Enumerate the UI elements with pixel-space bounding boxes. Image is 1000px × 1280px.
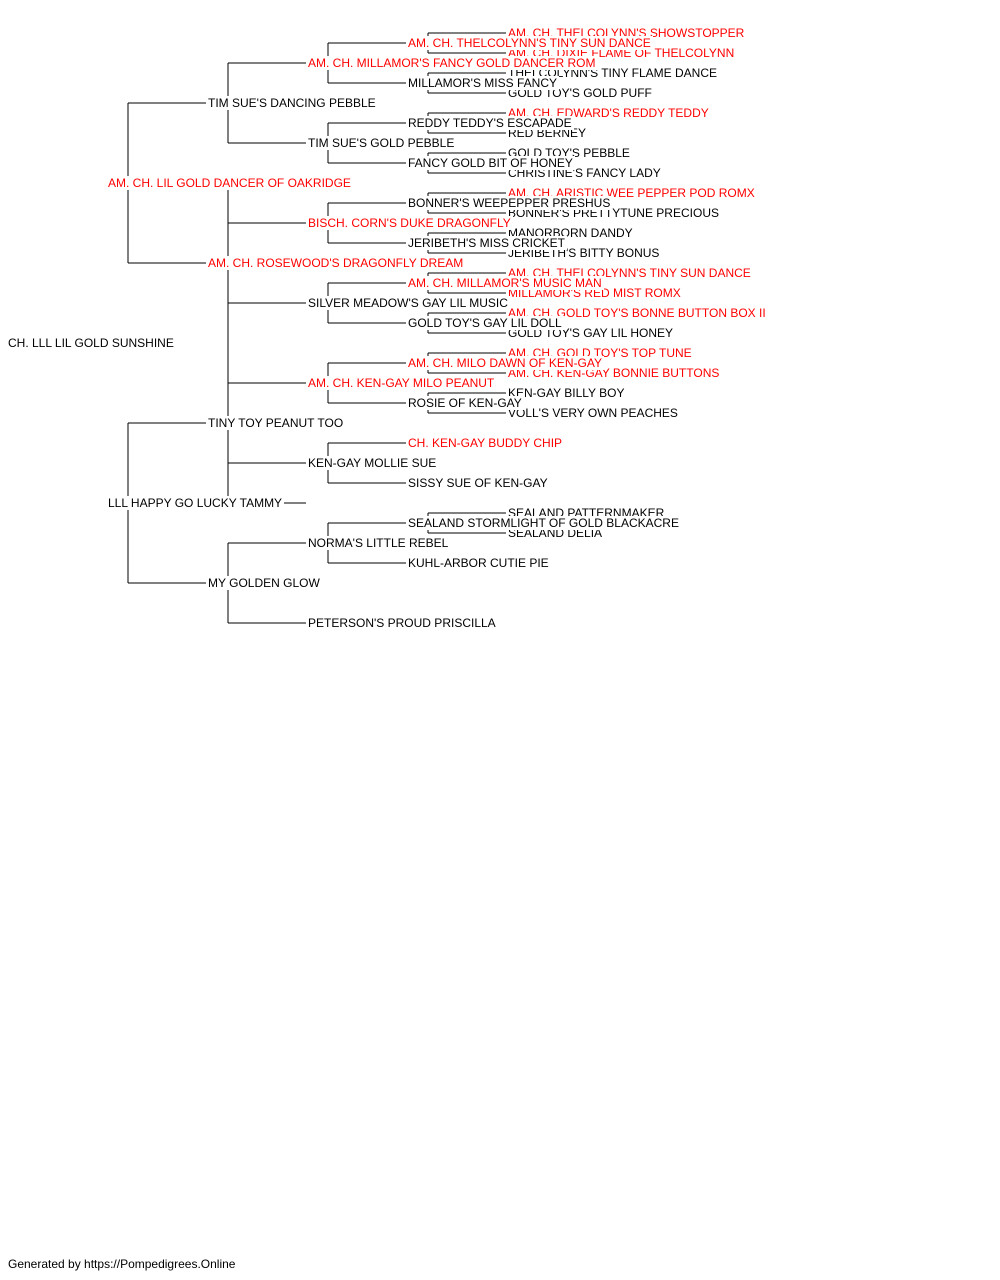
pedigree-node-gen4: AM. CH. THELCOLYNN'S TINY SUN DANCE — [408, 36, 653, 50]
pedigree-node-gen4: AM. CH. MILO DAWN OF KEN-GAY — [408, 356, 605, 370]
pedigree-node-gen4: GOLD TOY'S GAY LIL DOLL — [408, 316, 564, 330]
pedigree-node-gen1: AM. CH. LIL GOLD DANCER OF OAKRIDGE — [108, 176, 353, 190]
pedigree-node-gen2: MY GOLDEN GLOW — [208, 576, 322, 590]
pedigree-node-gen3: AM. CH. KEN-GAY MILO PEANUT — [308, 376, 497, 390]
pedigree-node-gen4: CH. KEN-GAY BUDDY CHIP — [408, 436, 565, 450]
pedigree-node-gen4: MILLAMOR'S MISS FANCY — [408, 76, 559, 90]
pedigree-node-gen2: TINY TOY PEANUT TOO — [208, 416, 346, 430]
pedigree-node-gen5: KEN-GAY BILLY BOY — [508, 386, 627, 400]
pedigree-node-gen4: ROSIE OF KEN-GAY — [408, 396, 524, 410]
pedigree-node-gen3: BISCH. CORN'S DUKE DRAGONFLY — [308, 216, 513, 230]
pedigree-node-gen3: PETERSON'S PROUD PRISCILLA — [308, 616, 498, 630]
pedigree-node-gen4: JERIBETH'S MISS CRICKET — [408, 236, 567, 250]
pedigree-node-gen3: NORMA'S LITTLE REBEL — [308, 536, 451, 550]
pedigree-node-gen3: TIM SUE'S GOLD PEBBLE — [308, 136, 457, 150]
pedigree-node-gen4: KUHL-ARBOR CUTIE PIE — [408, 556, 551, 570]
footer-credit: Generated by https://Pompedigrees.Online — [8, 1257, 236, 1271]
pedigree-node-gen4: REDDY TEDDY'S ESCAPADE — [408, 116, 574, 130]
pedigree-node-gen3: KEN-GAY MOLLIE SUE — [308, 456, 439, 470]
pedigree-node-gen4: BONNER'S WEEPEPPER PRESHUS — [408, 196, 613, 210]
pedigree-node-gen1: LLL HAPPY GO LUCKY TAMMY — [108, 496, 285, 510]
pedigree-node-gen5: VOLL'S VERY OWN PEACHES — [508, 406, 680, 420]
pedigree-node-subject: CH. LLL LIL GOLD SUNSHINE — [8, 336, 176, 350]
pedigree-node-gen3: SILVER MEADOW'S GAY LIL MUSIC — [308, 296, 510, 310]
pedigree-node-gen4: AM. CH. MILLAMOR'S MUSIC MAN — [408, 276, 604, 290]
pedigree-node-gen3: AM. CH. MILLAMOR'S FANCY GOLD DANCER ROM — [308, 56, 598, 70]
pedigree-node-gen2: TIM SUE'S DANCING PEBBLE — [208, 96, 378, 110]
pedigree-node-gen4: SISSY SUE OF KEN-GAY — [408, 476, 550, 490]
pedigree-node-gen5: AM. CH. GOLD TOY'S BONNE BUTTON BOX II — [508, 306, 768, 320]
pedigree-node-gen4: SEALAND STORMLIGHT OF GOLD BLACKACRE — [408, 516, 681, 530]
pedigree-node-gen4: FANCY GOLD BIT OF HONEY — [408, 156, 575, 170]
pedigree-node-gen2: AM. CH. ROSEWOOD'S DRAGONFLY DREAM — [208, 256, 466, 270]
